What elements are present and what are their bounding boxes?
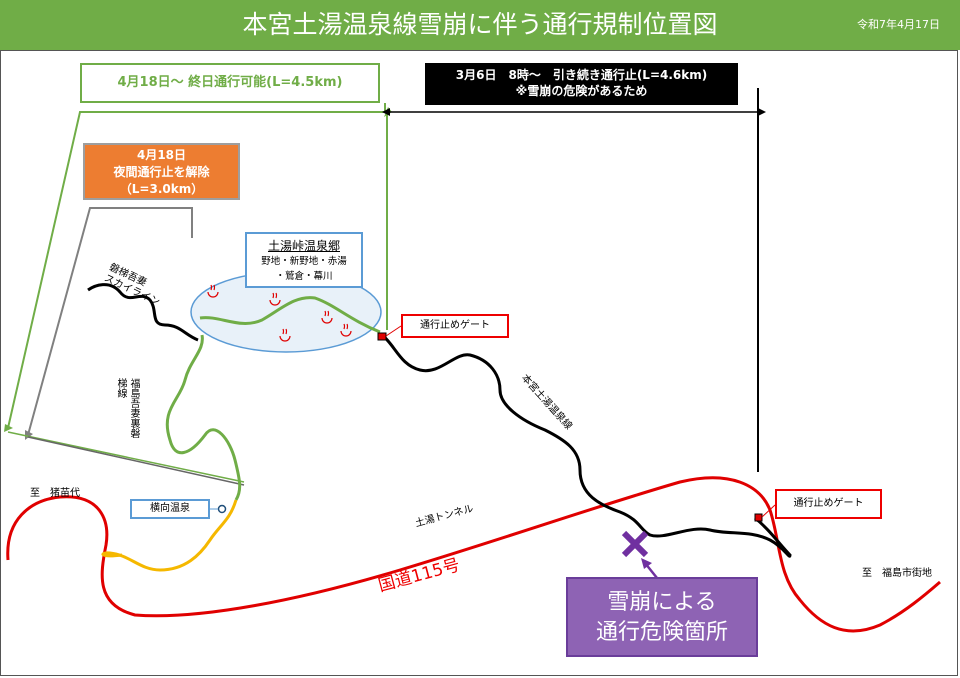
bandai-azuma-skyline <box>87 283 199 342</box>
closed-notice: 3月6日 8時～ 引き続き通行止(L=4.6km) ※雪崩の危険があるため <box>425 63 738 105</box>
map-frame <box>0 50 958 676</box>
night-notice-line3: （L=3.0km） <box>119 182 204 196</box>
closed-notice-line2: ※雪崩の危険があるため <box>515 84 648 98</box>
open-all-day-notice: 4月18日～ 終日通行可能(L=4.5km) <box>80 63 380 103</box>
route-115-road <box>6 476 941 633</box>
onsen-area-title: 土湯峠温泉郷 <box>267 239 340 253</box>
fukushima-azuma-label: 福島吾妻裏磐梯線 <box>114 378 140 438</box>
yokomuki-onsen-label: 横向温泉 <box>130 499 210 519</box>
to-fukushima-label: 至 福島市街地 <box>862 568 932 579</box>
onsen-area-line2: ・鷲倉・幕川 <box>275 271 333 282</box>
fukushima-azuma-road <box>165 296 381 501</box>
night-notice-line1: 4月18日 <box>136 148 187 162</box>
avalanche-x-icon <box>621 530 649 558</box>
gate-marker-icon <box>754 513 763 522</box>
honmiya-tsuchiyu-road <box>381 333 792 558</box>
onsen-area-label: 土湯峠温泉郷 野地・新野地・赤湯 ・鷲倉・幕川 <box>245 232 363 288</box>
open-range-bracket <box>7 103 386 429</box>
gate-marker-icon <box>377 332 387 341</box>
night-range-bracket <box>27 207 193 436</box>
danger-line2: 通行危険箇所 <box>595 620 728 645</box>
hot-spring-icon <box>207 284 352 342</box>
issue-date: 令和7年4月17日 <box>857 18 940 31</box>
page-title: 本宮土湯温泉線雪崩に伴う通行規制位置図 <box>242 10 718 39</box>
yokomuki-point <box>217 504 227 514</box>
gate-label-1: 通行止めゲート <box>401 314 509 338</box>
gate-label-2: 通行止めゲート <box>775 489 882 519</box>
to-inawashiro-label: 至 猪苗代 <box>30 488 80 499</box>
yokomuki-road <box>101 499 238 572</box>
night-closure-notice: 4月18日 夜間通行止を解除 （L=3.0km） <box>83 143 240 200</box>
onsen-area-line1: 野地・新野地・赤湯 <box>261 256 347 267</box>
night-notice-line2: 夜間通行止を解除 <box>113 165 210 179</box>
header-bar: 本宮土湯温泉線雪崩に伴う通行規制位置図 令和7年4月17日 <box>0 0 960 50</box>
avalanche-danger-notice: 雪崩による 通行危険箇所 <box>566 577 758 657</box>
fukushima-azuma-text: 福島吾妻裏磐梯線 <box>115 378 139 438</box>
closed-notice-line1: 3月6日 8時～ 引き続き通行止(L=4.6km) <box>455 68 708 82</box>
danger-line1: 雪崩による <box>607 590 717 615</box>
